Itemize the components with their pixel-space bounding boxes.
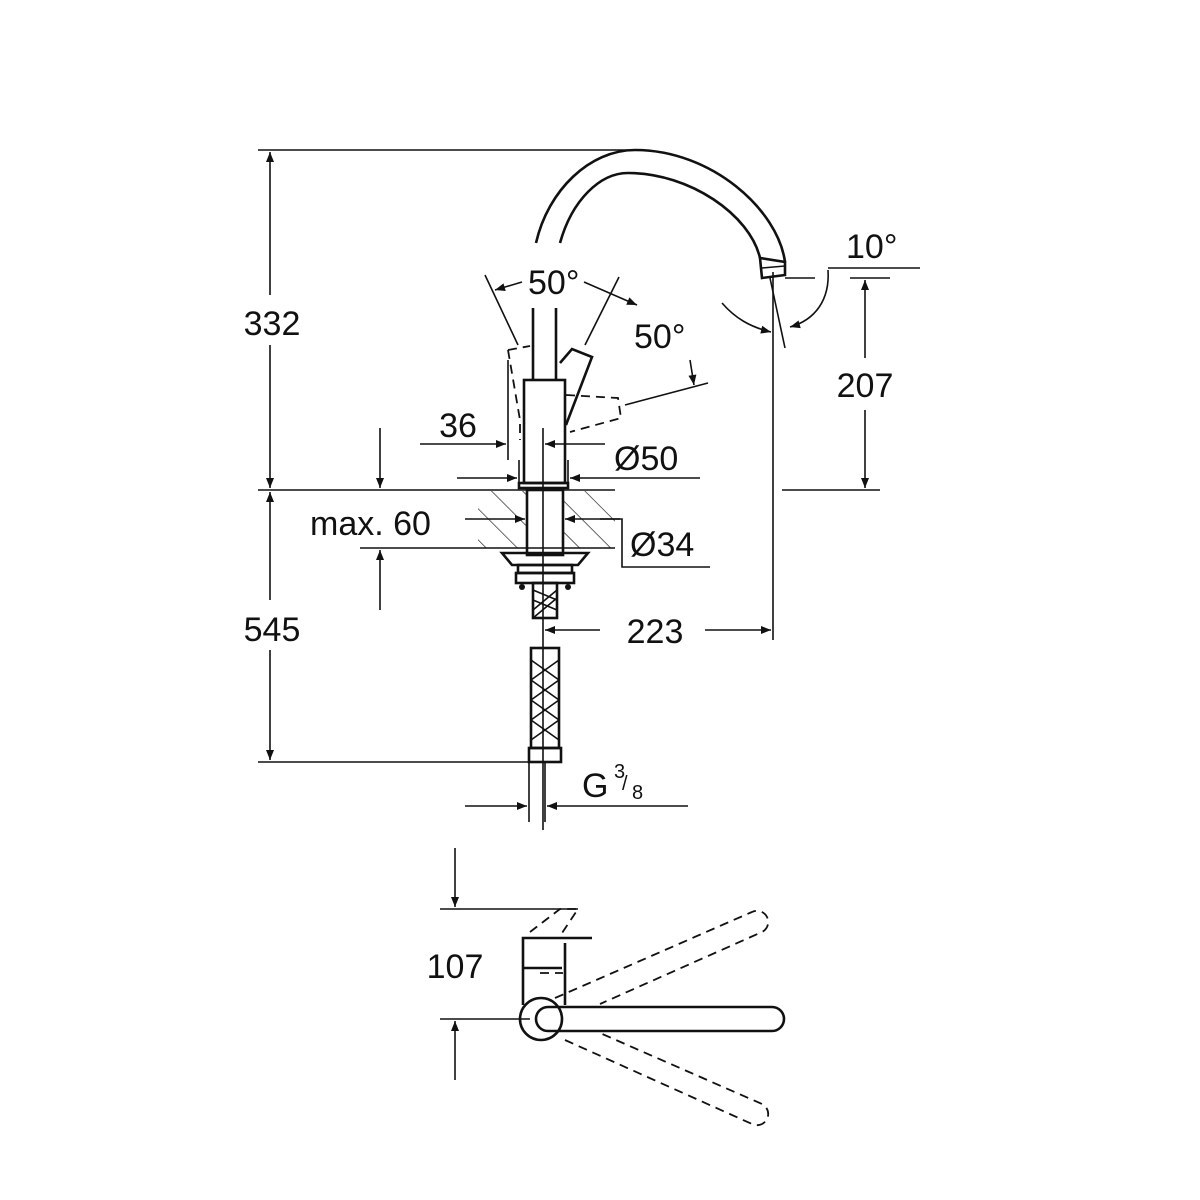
dim-10deg-label: 10° xyxy=(846,228,897,266)
dim-332-label: 332 xyxy=(244,305,301,343)
top-view: 107 xyxy=(427,848,786,1127)
thread-prefix-label: G xyxy=(582,767,608,805)
spout xyxy=(534,148,787,280)
dim-545-label: 545 xyxy=(244,611,301,649)
thread-denominator: 8 xyxy=(632,782,643,804)
dim-107-label: 107 xyxy=(427,948,484,986)
dimension-207: 207 xyxy=(782,277,894,491)
dimension-50deg-tilt: 50° xyxy=(624,318,709,406)
dimension-332: 332 xyxy=(244,152,301,488)
dim-36-label: 36 xyxy=(439,407,477,445)
dimension-36: 36 xyxy=(420,360,605,460)
dimension-223: 223 xyxy=(545,613,771,651)
dimension-max60: max. 60 xyxy=(310,428,525,610)
dim-max60-label: max. 60 xyxy=(310,505,431,543)
dimension-10deg: 10° xyxy=(721,228,920,349)
dim-207-label: 207 xyxy=(837,367,894,405)
dim-dia34-label: Ø34 xyxy=(630,526,694,564)
dim-50deg-tilt-label: 50° xyxy=(634,318,685,356)
dim-50deg-swivel-label: 50° xyxy=(528,264,579,302)
dim-dia50-label: Ø50 xyxy=(614,440,678,478)
thread-slash: / xyxy=(622,773,628,795)
thread-numerator: 3 xyxy=(614,761,625,783)
extension-lines xyxy=(258,149,774,763)
dimension-dia50: Ø50 xyxy=(457,440,700,482)
dimension-50deg-swivel: 50° xyxy=(484,264,638,346)
dimension-thread: G 3 / 8 xyxy=(465,761,688,810)
supply-hose xyxy=(527,581,563,822)
lever xyxy=(507,345,623,440)
dim-223-label: 223 xyxy=(627,613,684,651)
mounting-nut xyxy=(499,551,591,590)
dimension-545: 545 xyxy=(244,492,301,760)
dimension-dia34: Ø34 xyxy=(565,515,710,568)
